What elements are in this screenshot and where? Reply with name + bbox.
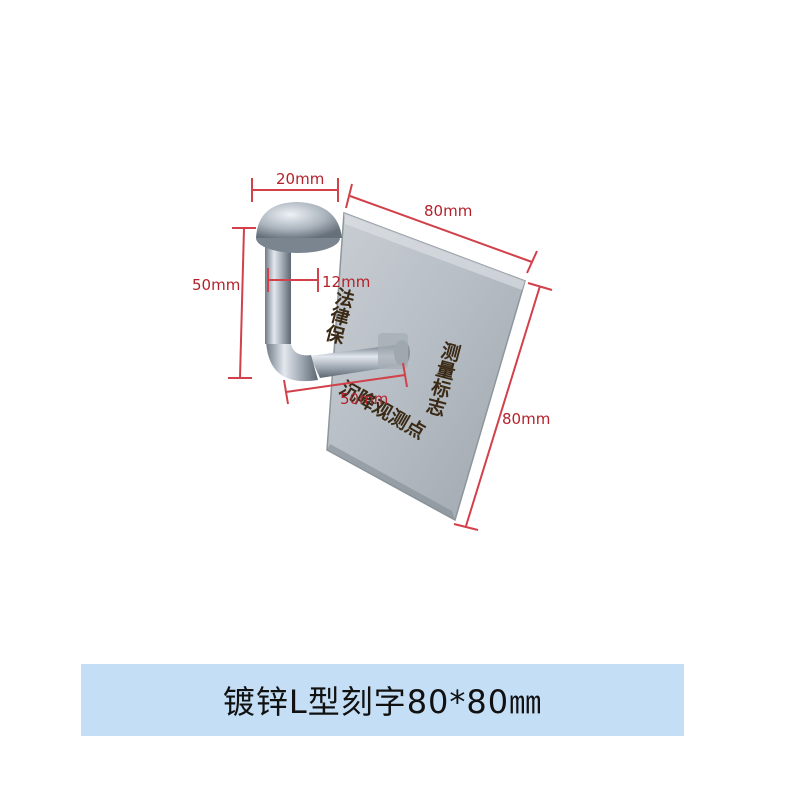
caption-text: 镀锌L型刻字80*80㎜	[222, 683, 543, 721]
dim-rod-diameter: 12mm	[322, 273, 370, 291]
dim-plate-height: 80mm	[502, 410, 550, 428]
dim-plate-width: 80mm	[424, 202, 472, 220]
caption-bar: 镀锌L型刻字80*80㎜	[81, 664, 684, 736]
dimension-labels: 20mm 80mm 80mm 50mm 12mm 50mm	[192, 170, 550, 428]
l-shaped-hook	[256, 202, 410, 382]
dimension-annotations	[228, 178, 553, 531]
dim-rod-length: 50mm	[340, 390, 388, 408]
steel-plate	[326, 211, 526, 522]
dim-hook-height: 50mm	[192, 276, 240, 294]
dim-head-diameter: 20mm	[276, 170, 324, 188]
